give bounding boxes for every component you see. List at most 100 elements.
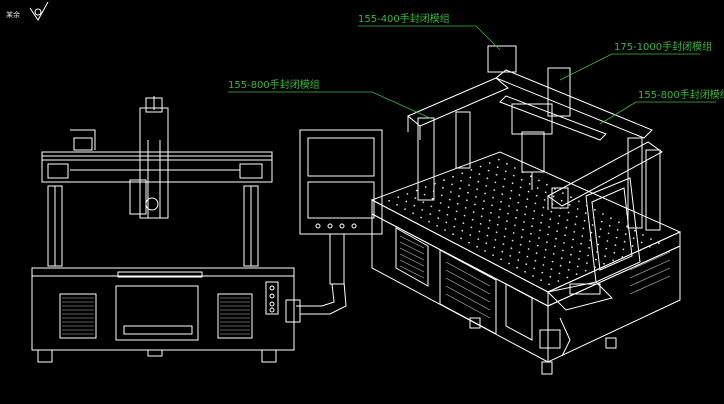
table-hole (415, 189, 418, 192)
control-monitor (285, 129, 383, 323)
table-hole (396, 204, 398, 206)
table-hole (512, 174, 515, 177)
table-hole (428, 220, 430, 223)
table-hole (421, 209, 424, 211)
table-hole (450, 191, 452, 193)
table-hole (542, 206, 545, 209)
table-hole (519, 243, 522, 246)
table-hole (469, 176, 472, 179)
table-hole (496, 223, 499, 226)
table-hole (624, 233, 627, 236)
table-hole (639, 249, 642, 252)
table-hole (412, 212, 414, 215)
table-hole (524, 213, 526, 216)
corner-label: 某余 (6, 11, 20, 19)
table-hole (517, 201, 520, 204)
front-cabinet-vents (62, 297, 250, 335)
table-hole (432, 190, 435, 193)
table-hole (485, 185, 488, 187)
table-hole (495, 173, 498, 176)
front-view-machine (31, 96, 295, 363)
table-hole (549, 218, 552, 221)
table-hole (605, 247, 608, 250)
table-hole (541, 271, 544, 274)
table-hole (559, 264, 562, 267)
table-hole (478, 230, 481, 233)
annotation-leaders (228, 25, 716, 125)
table-hole (405, 200, 408, 203)
table-hole (551, 203, 554, 206)
table-hole (600, 220, 603, 223)
table-hole (525, 263, 528, 266)
table-hole (471, 218, 474, 221)
table-hole (594, 208, 596, 211)
table-hole (626, 225, 628, 228)
table-hole (615, 236, 618, 239)
table-hole (460, 180, 462, 182)
table-hole (546, 241, 548, 244)
table-hole (514, 224, 516, 227)
table-hole (479, 165, 482, 168)
table-hole (568, 204, 571, 206)
table-hole (549, 275, 552, 278)
table-hole (499, 208, 501, 211)
table-hole (519, 186, 522, 189)
table-hole (504, 170, 507, 173)
table-hole (404, 208, 406, 211)
table-hole (485, 242, 488, 245)
annotation-top: 155-400手封闭模组 (358, 12, 450, 25)
table-hole (570, 253, 572, 256)
table-hole (576, 265, 579, 268)
table-hole (563, 242, 565, 244)
table-hole (434, 182, 436, 185)
table-hole (520, 178, 523, 181)
table-hole (470, 226, 473, 229)
table-hole (590, 231, 593, 234)
table-hole (595, 258, 597, 261)
table-hole (476, 245, 478, 248)
table-hole (658, 242, 660, 245)
table-hole (446, 213, 449, 216)
table-hole (492, 196, 494, 199)
table-hole (570, 196, 572, 199)
table-hole (478, 173, 481, 176)
table-hole (458, 195, 460, 198)
table-hole (423, 193, 426, 196)
table-hole (587, 254, 589, 257)
table-hole (422, 201, 425, 204)
table-hole (442, 186, 444, 189)
table-hole (558, 272, 561, 275)
table-hole (487, 227, 490, 230)
table-hole (494, 181, 497, 184)
iso-cabinet-vents (399, 235, 671, 319)
table-hole (467, 191, 469, 194)
table-hole (500, 200, 502, 203)
table-hole (414, 197, 417, 200)
table-hole (614, 244, 617, 247)
table-hole (438, 209, 441, 212)
table-hole (572, 238, 574, 241)
table-hole (596, 251, 598, 253)
table-hole (437, 217, 440, 220)
table-hole (648, 245, 651, 248)
table-hole (568, 261, 571, 264)
table-hole (462, 222, 465, 225)
table-hole (413, 204, 416, 207)
annotation-right-2: 155-800手封闭模组 (638, 88, 724, 101)
table-hole (556, 230, 558, 233)
table-hole (552, 195, 555, 198)
table-hole (536, 244, 539, 247)
table-hole (436, 224, 438, 227)
table-hole (606, 240, 609, 242)
table-hole (447, 206, 450, 209)
table-hole (493, 246, 496, 249)
roughness-symbol-icon (29, 1, 49, 21)
table-hole (424, 186, 427, 188)
work-table-grid (388, 158, 660, 286)
table-hole (544, 191, 547, 194)
table-hole (566, 276, 569, 279)
table-hole (445, 221, 448, 224)
table-hole (490, 212, 492, 214)
table-hole (604, 255, 606, 258)
table-hole (439, 202, 442, 204)
